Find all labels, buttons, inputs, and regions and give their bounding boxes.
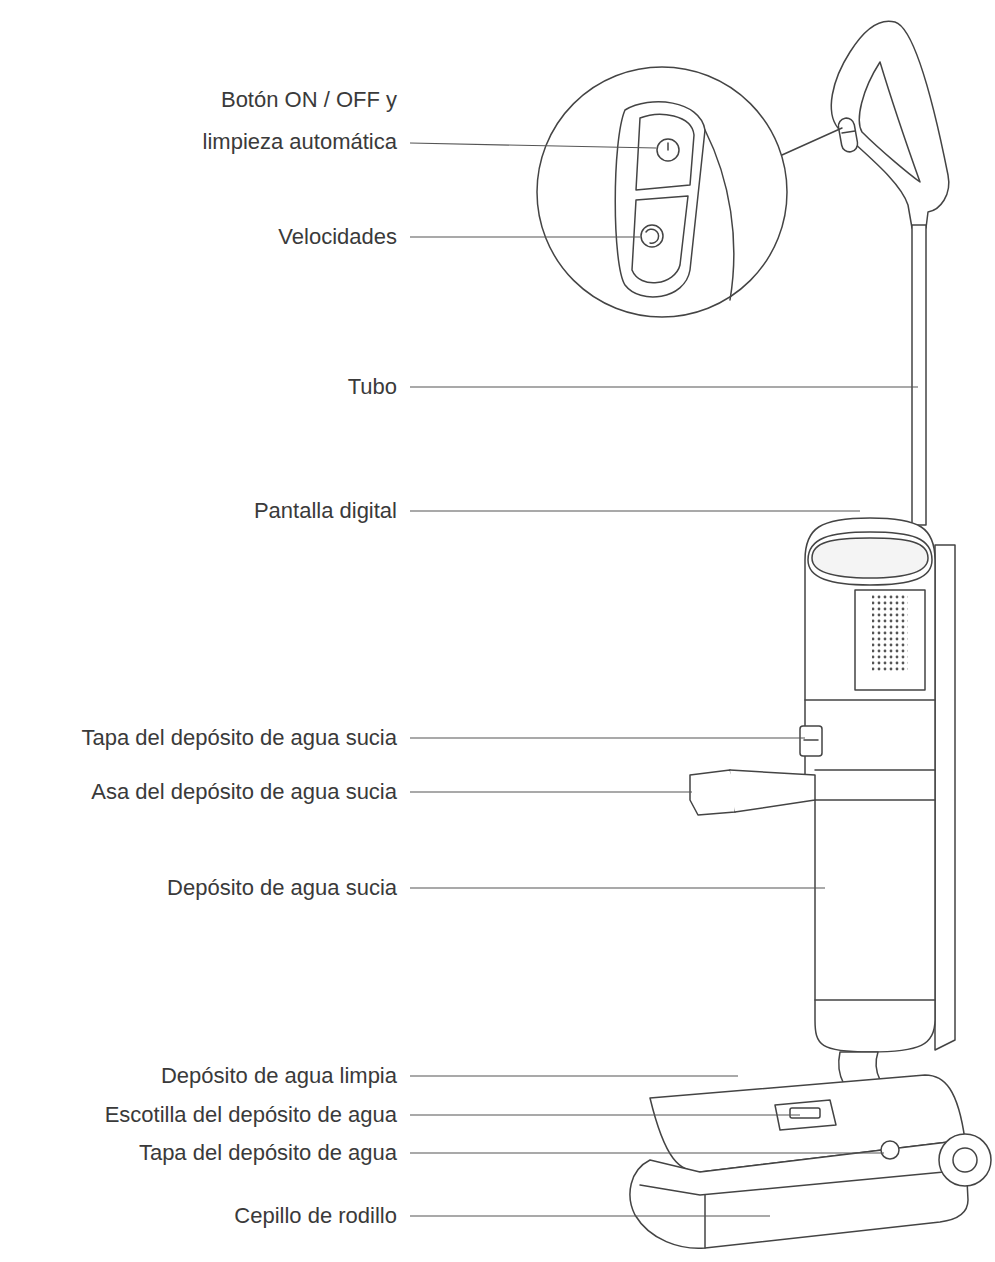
part-label: Depósito de agua sucia <box>167 875 397 901</box>
part-label: Tapa del depósito de agua <box>139 1140 397 1166</box>
part-label: Cepillo de rodillo <box>234 1203 397 1229</box>
part-label: Botón ON / OFF y limpieza automática <box>127 79 397 163</box>
part-label: Escotilla del depósito de agua <box>105 1102 397 1128</box>
part-label: Tapa del depósito de agua sucia <box>81 725 397 751</box>
leader-lines <box>410 143 918 1216</box>
part-label: Asa del depósito de agua sucia <box>91 779 397 805</box>
part-label: Depósito de agua limpia <box>161 1063 397 1089</box>
part-label: Velocidades <box>278 224 397 250</box>
part-label: Pantalla digital <box>254 498 397 524</box>
part-label: Tubo <box>348 374 397 400</box>
